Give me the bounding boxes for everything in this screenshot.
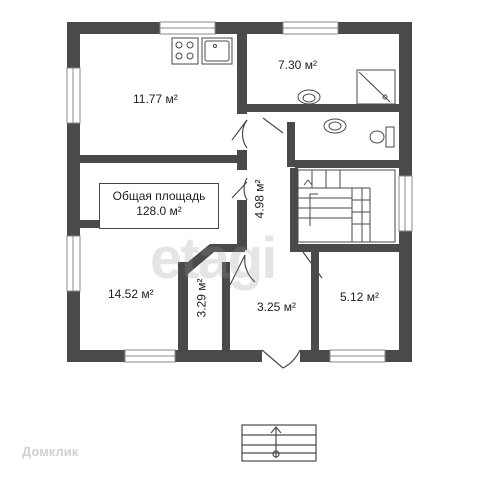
total-area-box: Общая площадь 128.0 м²	[99, 183, 219, 229]
domklik-watermark: Домклик	[22, 444, 79, 459]
diagonal-wall	[178, 244, 245, 274]
total-area-label: Общая площадь	[112, 189, 206, 203]
room-area-label: 11.77 м²	[133, 92, 178, 106]
kitchen-fixtures	[171, 37, 233, 65]
bathroom-fixtures	[297, 69, 396, 148]
doors	[229, 117, 323, 369]
staircase	[297, 169, 396, 243]
entrance-gap	[262, 350, 300, 362]
room-area-label: 7.30 м²	[278, 58, 317, 72]
interior-walls	[80, 34, 399, 350]
total-area-value: 128.0 м²	[136, 204, 182, 218]
room-area-label: 3.29 м²	[194, 278, 209, 318]
room-area-label: 14.52 м²	[108, 287, 154, 301]
etagi-watermark: etagi	[150, 226, 277, 291]
porch-steps	[241, 424, 317, 462]
room-area-label: 5.12 м²	[340, 290, 379, 304]
room-area-label: 3.25 м²	[257, 300, 296, 314]
room-area-label: 4.98 м²	[252, 179, 267, 219]
